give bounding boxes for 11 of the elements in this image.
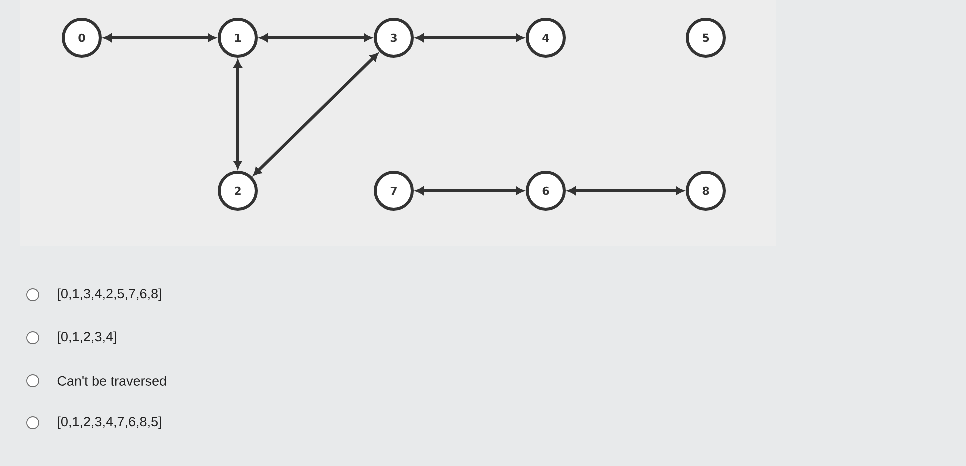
arrow xyxy=(104,34,216,42)
option-label: [0,1,3,4,2,5,7,6,8] xyxy=(58,288,162,302)
option-label: Can't be traversed xyxy=(58,376,166,386)
option-label: [0,1,2,3,4] xyxy=(58,332,116,344)
arrow xyxy=(254,53,378,176)
option-label: [0,1,2,3,4,7,6,8,5] xyxy=(58,416,162,430)
arrow xyxy=(234,60,242,169)
arrow xyxy=(568,187,684,195)
arrow xyxy=(260,34,372,42)
arrow xyxy=(416,187,524,195)
arrow xyxy=(416,34,524,42)
